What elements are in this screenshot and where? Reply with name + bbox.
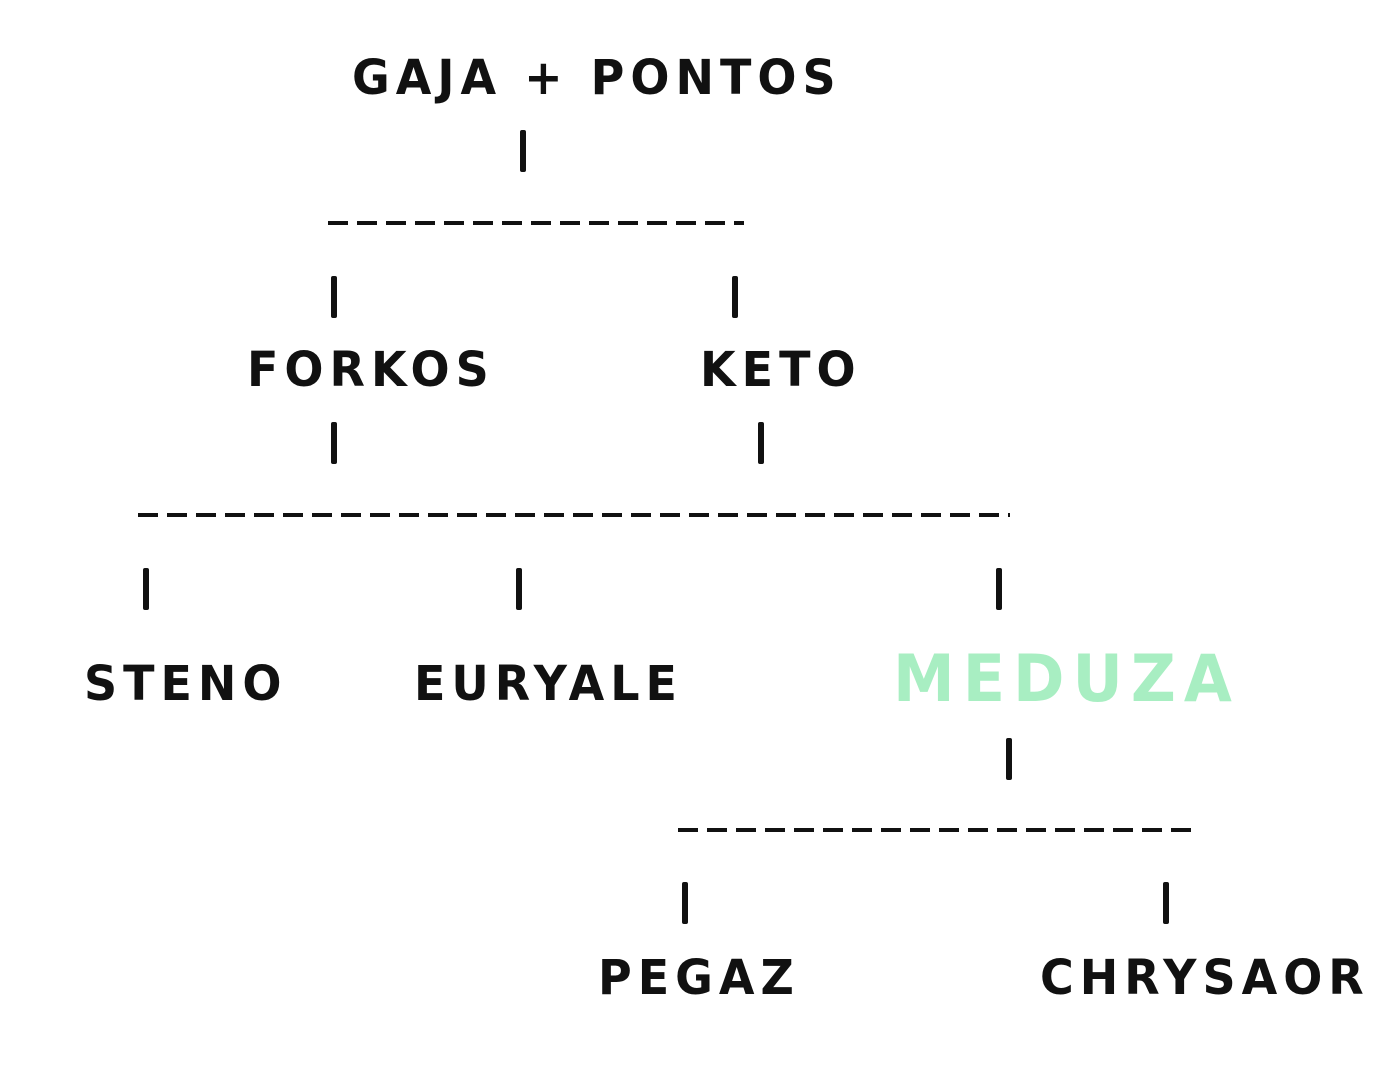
connector-keto-down bbox=[758, 422, 764, 464]
connector-keto-up bbox=[732, 276, 738, 318]
connector-forkos-down bbox=[331, 422, 337, 464]
connector-meduza-up bbox=[996, 568, 1002, 610]
node-steno: STENO bbox=[84, 654, 288, 712]
node-keto: KETO bbox=[700, 340, 862, 398]
node-meduza: MEDUZA bbox=[893, 640, 1240, 717]
connector-pegaz-up bbox=[682, 882, 688, 924]
connector-chrysaor-up bbox=[1163, 882, 1169, 924]
root-label: GAJA + PONTOS bbox=[352, 48, 842, 106]
node-pegaz: PEGAZ bbox=[598, 948, 800, 1006]
connector-euryale-up bbox=[516, 568, 522, 610]
dashed-bar-children bbox=[138, 513, 1010, 517]
node-euryale: EURYALE bbox=[414, 654, 683, 712]
connector-steno-up bbox=[143, 568, 149, 610]
dashed-bar-grandchildren bbox=[678, 828, 1192, 832]
node-chrysaor: CHRYSAOR bbox=[1040, 948, 1370, 1006]
connector-meduza-down bbox=[1006, 738, 1012, 780]
connector-root-down bbox=[520, 130, 526, 172]
connector-forkos-up bbox=[331, 276, 337, 318]
dashed-bar-parents bbox=[328, 221, 744, 225]
node-forkos: FORKOS bbox=[247, 340, 495, 398]
